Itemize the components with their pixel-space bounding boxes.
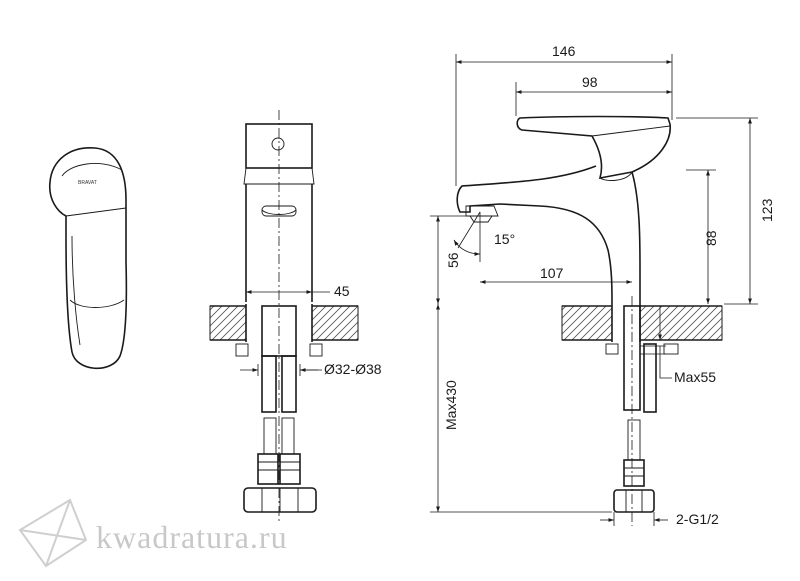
faucet-front-view	[209, 110, 359, 524]
hole-diameter-label: Ø32-Ø38	[324, 361, 382, 377]
watermark-logo-icon	[18, 498, 88, 568]
overall-width-label: 146	[552, 43, 576, 59]
spout-height-label: 88	[703, 230, 719, 246]
watermark-text: kwadratura.ru	[96, 519, 288, 555]
watermark: kwadratura.ru	[18, 498, 288, 568]
spout-outlet-height-label: 56	[445, 252, 461, 268]
body-diameter-label: 45	[334, 283, 350, 299]
handle-to-spout-label: 98	[582, 74, 598, 90]
spout-angle-label: 15°	[494, 231, 515, 247]
brand-mark: BRAVAT	[78, 180, 97, 186]
faucet-side-view	[456, 115, 723, 526]
spout-reach-label: 107	[540, 265, 564, 281]
handle-side-view: BRAVAT	[48, 147, 128, 370]
max-countertop-label: Max55	[674, 369, 716, 385]
side-dimensions: 146 98 123 88 56 15° 107 Max55 Max430	[430, 43, 775, 527]
front-dimensions: 45 Ø32-Ø38	[240, 283, 382, 377]
total-height-label: 123	[759, 198, 775, 222]
max-hose-label: Max430	[443, 380, 459, 430]
connection-label: 2-G1/2	[676, 511, 719, 527]
